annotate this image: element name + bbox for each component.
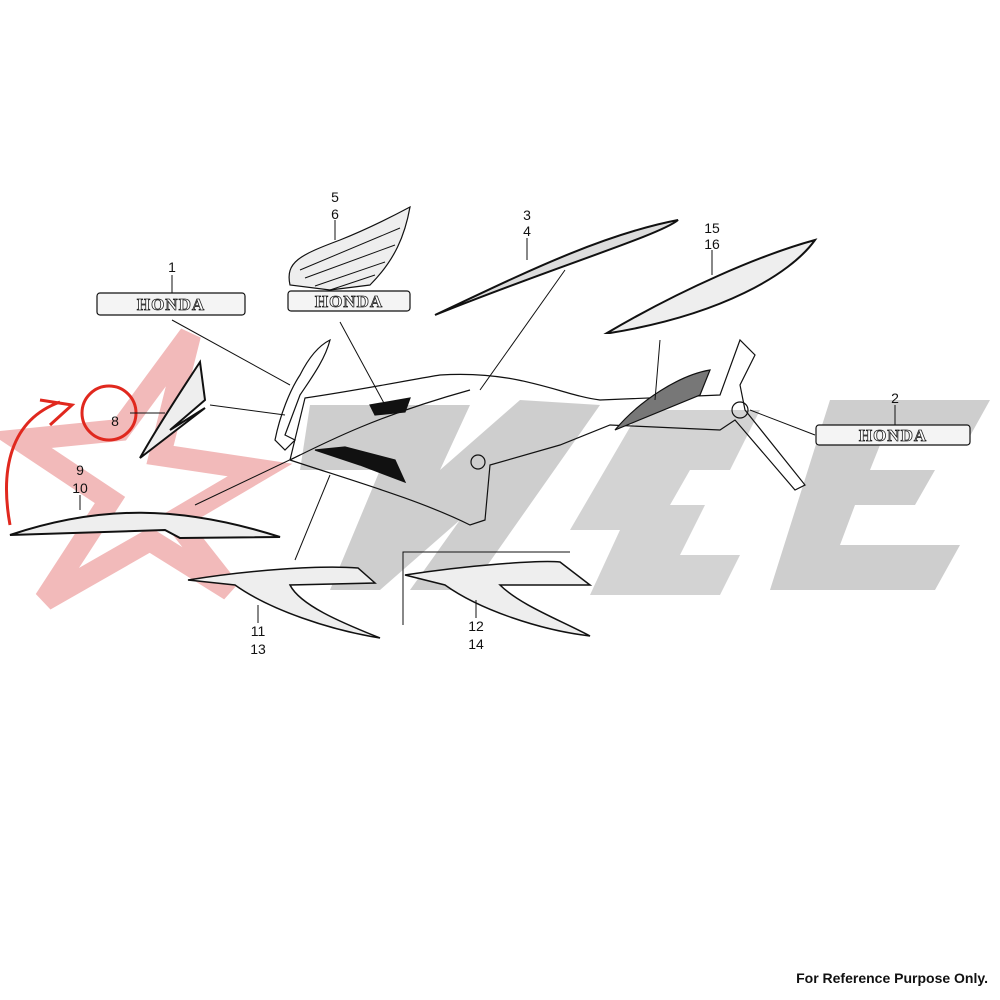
callout-2[interactable]: 2 xyxy=(891,390,899,406)
watermark-g xyxy=(570,410,760,595)
highlight-arrowhead xyxy=(39,398,76,427)
honda-badge-1 xyxy=(96,292,246,316)
reference-disclaimer: For Reference Purpose Only. xyxy=(796,970,988,986)
honda-badge-2 xyxy=(815,424,971,446)
callout-6[interactable]: 6 xyxy=(331,206,339,222)
callout-8[interactable]: 8 xyxy=(111,413,119,429)
decal-11-13 xyxy=(187,566,381,639)
stripe-15-16 xyxy=(603,238,818,334)
callout-5[interactable]: 5 xyxy=(331,189,339,205)
callout-labels: 1 2 3 4 5 6 8 9 10 11 12 13 14 15 16 xyxy=(72,189,899,657)
callout-10[interactable]: 10 xyxy=(72,480,88,496)
callout-11[interactable]: 11 xyxy=(251,623,266,639)
decal-12-14 xyxy=(404,560,593,637)
watermark-logo xyxy=(0,328,990,610)
motorcycle-body-outline xyxy=(274,338,806,526)
leader-lines xyxy=(79,220,896,623)
callout-4[interactable]: 4 xyxy=(523,223,531,239)
callout-3[interactable]: 3 xyxy=(523,207,531,223)
honda-badge-2-text: HONDA xyxy=(859,426,927,445)
callout-13[interactable]: 13 xyxy=(250,641,266,657)
callout-12[interactable]: 12 xyxy=(468,618,484,634)
highlight-arrow xyxy=(5,400,61,526)
honda-badge-5 xyxy=(287,290,411,312)
callout-16[interactable]: 16 xyxy=(704,236,720,252)
callout-1[interactable]: 1 xyxy=(168,259,176,275)
watermark-e xyxy=(770,400,990,590)
watermark-star xyxy=(0,328,293,610)
wing-emblem xyxy=(288,205,411,291)
honda-badge-1-text: HONDA xyxy=(137,295,205,314)
stripe-9-10 xyxy=(9,511,281,540)
stripe-3-4 xyxy=(434,219,679,316)
callout-14[interactable]: 14 xyxy=(468,636,484,652)
part-8-decal xyxy=(139,359,207,459)
watermark-m xyxy=(300,400,600,590)
callout-15[interactable]: 15 xyxy=(704,220,720,236)
callout-9[interactable]: 9 xyxy=(76,462,84,478)
honda-badge-5-text: HONDA xyxy=(315,292,383,311)
